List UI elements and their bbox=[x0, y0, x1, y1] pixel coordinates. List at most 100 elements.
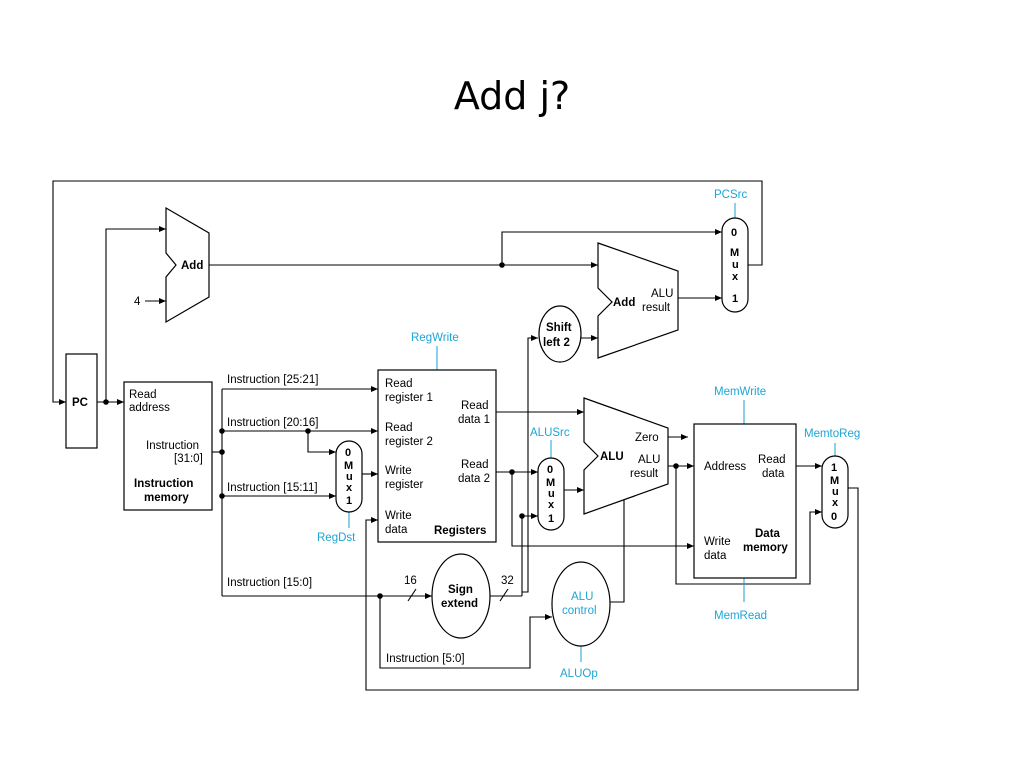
wire-pc-to-add bbox=[105, 226, 166, 402]
wire-writeback bbox=[365, 487, 859, 691]
mux-regdst-bottom: 1 bbox=[346, 495, 352, 507]
alu-control bbox=[551, 561, 611, 647]
sign-extend bbox=[431, 553, 491, 639]
mux-memtoreg-u: u bbox=[832, 486, 839, 498]
mux-pcsrc-m: M bbox=[730, 247, 739, 259]
instr-5-0-label: Instruction [5:0] bbox=[386, 653, 465, 665]
dmem-name2: memory bbox=[743, 542, 788, 554]
pc-label: PC bbox=[72, 397, 88, 409]
reg-wdb: data bbox=[385, 524, 408, 536]
ctl-label-regdst: RegDst bbox=[317, 532, 356, 544]
dmem-data: data bbox=[762, 468, 785, 480]
branch-adder-alu: ALU bbox=[651, 288, 673, 300]
reg-rd2a: Read bbox=[461, 459, 489, 471]
junction-bus-low bbox=[219, 493, 225, 499]
reg-rr2b: register 2 bbox=[385, 436, 433, 448]
junction-bus-top bbox=[219, 428, 225, 434]
junction-15-0 bbox=[377, 593, 383, 599]
reg-wra: Write bbox=[385, 465, 412, 477]
mux-alusrc-u: u bbox=[548, 488, 555, 500]
junction-bus-mid bbox=[219, 449, 225, 455]
mux-alusrc-x: x bbox=[548, 499, 555, 511]
branch-adder-label: Add bbox=[613, 297, 635, 309]
mux-regdst-x: x bbox=[346, 482, 353, 494]
ctl-label-memwrite: MemWrite bbox=[714, 386, 766, 398]
junction-signext bbox=[519, 513, 525, 519]
imem-read: Read bbox=[129, 389, 157, 401]
reg-rr2a: Read bbox=[385, 422, 413, 434]
ctl-label-memread: MemRead bbox=[714, 610, 767, 622]
reg-rr1b: register 1 bbox=[385, 392, 433, 404]
wires bbox=[52, 180, 859, 691]
reg-rd1a: Read bbox=[461, 400, 489, 412]
reg-name: Registers bbox=[434, 525, 486, 537]
pc-register bbox=[65, 353, 98, 449]
signext-l2: extend bbox=[441, 598, 478, 610]
slide-title: Add j? bbox=[453, 74, 571, 118]
mux-regdst-top: 0 bbox=[345, 447, 351, 459]
reg-rr1a: Read bbox=[385, 378, 413, 390]
mux-memtoreg-m: M bbox=[830, 475, 839, 487]
junction-pc bbox=[103, 399, 109, 405]
ctl-label-pcsrc: PCSrc bbox=[714, 189, 747, 201]
dmem-read: Read bbox=[758, 454, 786, 466]
wire-slash-16 bbox=[407, 588, 417, 602]
imem-address: address bbox=[129, 402, 170, 414]
alu-name: ALU bbox=[600, 451, 624, 463]
mux-pcsrc-u: u bbox=[732, 259, 739, 271]
mux-alusrc-m: M bbox=[546, 477, 555, 489]
mux-alusrc-top: 0 bbox=[547, 464, 553, 476]
wire-alu-to-memtoreg bbox=[675, 466, 822, 585]
junction-pcplus4 bbox=[499, 262, 505, 268]
dmem-wdata: data bbox=[704, 550, 727, 562]
branch-adder-result: result bbox=[642, 302, 671, 314]
four-label: 4 bbox=[134, 296, 141, 308]
junction-20-16 bbox=[305, 428, 311, 434]
instr-15-11-label: Instruction [15:11] bbox=[227, 482, 318, 494]
wire-signext-to-shift bbox=[522, 335, 538, 593]
dmem-address: Address bbox=[704, 461, 746, 473]
dmem-write: Write bbox=[704, 536, 731, 548]
register-file bbox=[377, 369, 497, 543]
pc-adder-label: Add bbox=[181, 260, 203, 272]
signext-l1: Sign bbox=[448, 584, 473, 596]
instruction-memory bbox=[123, 381, 213, 511]
mux-alusrc bbox=[537, 457, 565, 531]
instr-15-0-label: Instruction [15:0] bbox=[227, 577, 312, 589]
imem-name1: Instruction bbox=[134, 478, 193, 490]
mux-alusrc-bottom: 1 bbox=[548, 513, 554, 525]
wire-instr-20-16-mux bbox=[307, 431, 336, 455]
alu-result: result bbox=[630, 468, 659, 480]
shift-label-2: left 2 bbox=[543, 337, 570, 349]
alu-alu: ALU bbox=[638, 454, 660, 466]
alucontrol-l1: ALU bbox=[571, 591, 593, 603]
signext-in-bits: 16 bbox=[404, 575, 417, 587]
shift-left-2 bbox=[538, 305, 582, 363]
mux-memtoreg bbox=[821, 455, 849, 529]
mux-regdst-m: M bbox=[344, 460, 353, 472]
mux-regdst-u: u bbox=[346, 471, 353, 483]
reg-rd1b: data 1 bbox=[458, 414, 490, 426]
alu bbox=[583, 397, 669, 515]
wire-readdata2-to-mem bbox=[511, 472, 694, 549]
pc-adder bbox=[165, 206, 210, 324]
mux-pcsrc-x: x bbox=[732, 271, 739, 283]
imem-range: [31:0] bbox=[174, 453, 203, 465]
mux-pcsrc bbox=[721, 217, 749, 313]
instr-25-21-label: Instruction [25:21] bbox=[227, 374, 318, 386]
wire-signext-to-alusrc bbox=[521, 513, 538, 596]
alu-zero: Zero bbox=[635, 432, 659, 444]
mux-memtoreg-bottom: 0 bbox=[831, 511, 837, 523]
data-memory bbox=[693, 423, 797, 579]
imem-instruction: Instruction bbox=[146, 440, 199, 452]
reg-wda: Write bbox=[385, 510, 412, 522]
signext-out-bits: 32 bbox=[501, 575, 514, 587]
wire-instr-5-0 bbox=[379, 596, 552, 669]
ctl-label-alusrc: ALUSrc bbox=[530, 427, 570, 439]
mux-pcsrc-top: 0 bbox=[731, 227, 737, 239]
instr-20-16-label: Instruction [20:16] bbox=[227, 417, 318, 429]
reg-rd2b: data 2 bbox=[458, 473, 490, 485]
reg-wrb: register bbox=[385, 479, 424, 491]
mux-pcsrc-bottom: 1 bbox=[732, 293, 738, 305]
